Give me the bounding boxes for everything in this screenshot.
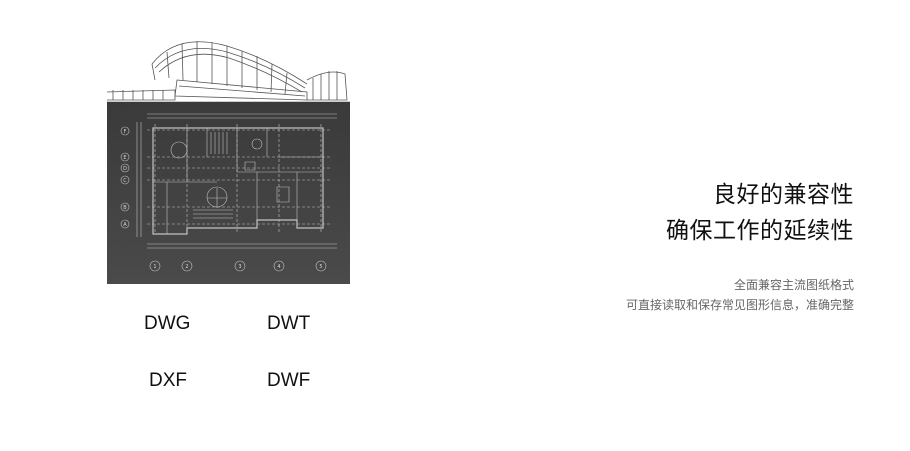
row-marker-c: C — [123, 178, 127, 184]
format-dxf: DXF — [149, 370, 187, 391]
row-marker-f: F — [124, 129, 127, 135]
column-marker-4: 4 — [277, 264, 280, 270]
row-marker-b: B — [123, 205, 127, 211]
column-marker-3: 3 — [238, 264, 241, 270]
heading-line-1: 良好的兼容性 — [713, 182, 854, 208]
format-dwg: DWG — [144, 313, 191, 334]
row-marker-d: D — [123, 166, 127, 172]
row-marker-e: E — [123, 155, 126, 161]
floor-plan-blueprint: F E D C B A 1 2 3 4 5 — [107, 102, 350, 284]
building-sketch — [107, 41, 350, 103]
column-marker-1: 1 — [153, 264, 156, 270]
description-line-2: 可直接读取和保存常见图形信息，准确完整 — [625, 298, 854, 312]
format-dwt: DWT — [267, 313, 311, 334]
row-marker-a: A — [123, 222, 127, 228]
heading-line-2: 确保工作的延续性 — [666, 218, 854, 244]
format-dwf: DWF — [267, 370, 311, 391]
cad-illustration: F E D C B A 1 2 3 4 5 — [107, 34, 350, 284]
column-marker-5: 5 — [319, 264, 322, 270]
description-line-1: 全面兼容主流图纸格式 — [733, 278, 854, 292]
column-marker-2: 2 — [185, 264, 188, 270]
